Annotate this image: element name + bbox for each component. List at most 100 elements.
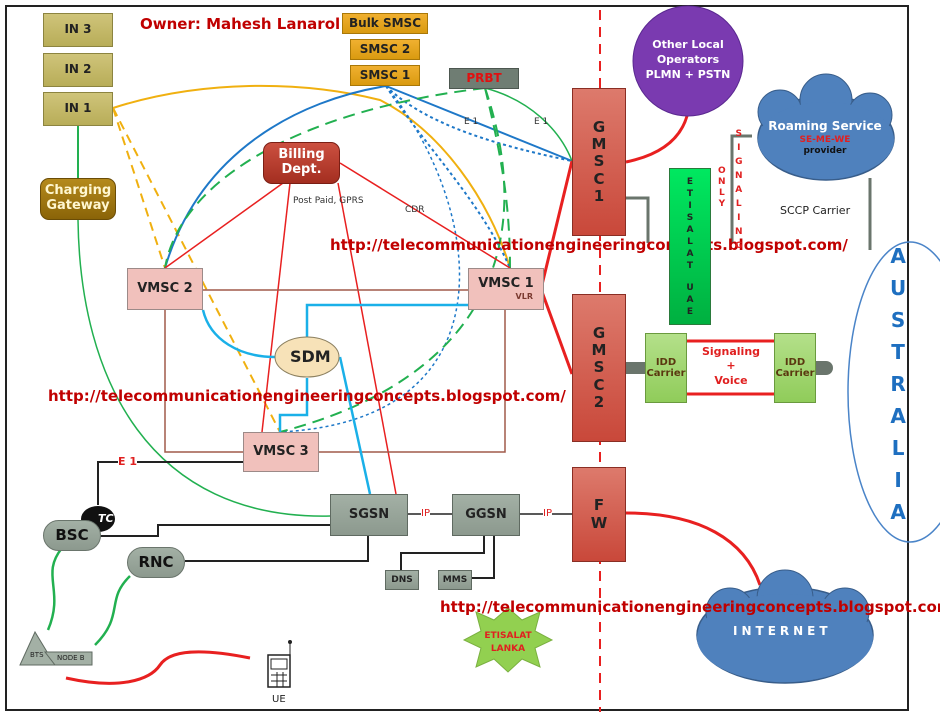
gmsc2-node[interactable]: G M S C 2 <box>572 294 626 442</box>
operators-line-2: Operators <box>656 52 720 66</box>
gmsc2-char: C <box>593 375 605 394</box>
link-sdm-vmsc1 <box>305 303 468 338</box>
link-vmsc1-vmsc3 <box>318 310 506 453</box>
sgsn-node[interactable]: SGSN <box>330 494 408 536</box>
gmsc2-char: G <box>592 323 606 342</box>
link-sdm-sgsn <box>338 356 372 495</box>
bulk-smsc-node[interactable]: Bulk SMSC <box>342 13 428 34</box>
vmsc1-label: VMSC 1 <box>478 275 534 291</box>
operators-line-3: PLMN + PSTN <box>645 67 731 81</box>
australia-boundary <box>847 241 940 543</box>
ggsn-node[interactable]: GGSN <box>452 494 520 536</box>
link-bsc-bts <box>46 547 63 631</box>
vlr-label: VLR <box>515 291 533 301</box>
link-billing-vmsc2 <box>164 182 284 269</box>
other-operators-circle <box>632 5 744 117</box>
vmsc2-node[interactable]: VMSC 2 <box>127 268 203 310</box>
cdr-label: CDR <box>405 205 425 215</box>
link-ggsn-mms <box>472 535 495 579</box>
link-fw-internet <box>625 511 762 586</box>
roaming-line-1: Roaming Service <box>768 119 882 133</box>
link-prbt-gmsc1 <box>484 87 573 162</box>
url-watermark-1: http://telecommunicationengineeringconce… <box>330 236 848 254</box>
vmsc1-node[interactable]: VMSC 1 VLR <box>468 268 544 310</box>
e1-bsc-label: E 1 <box>118 455 137 468</box>
e1-label-a: E 1 <box>464 117 479 127</box>
charging-gateway-node[interactable]: Charging Gateway <box>40 178 116 220</box>
nodeb-label: NODE B <box>57 654 85 662</box>
sdm-label: SDM <box>290 347 331 366</box>
owner-label: Owner: Mahesh Lanarol <box>140 15 341 33</box>
link-prbt-vmsc3-dashed <box>279 87 506 433</box>
post-paid-label: Post Paid, GPRS <box>293 196 364 206</box>
etisalat-lanka-star <box>462 607 554 673</box>
ue-phone-icon <box>267 640 292 688</box>
other-operators-label: Other Local Operators PLMN + PSTN <box>633 38 743 83</box>
signaling-voice-label: Signaling+Voice <box>701 345 761 387</box>
smsc1-node[interactable]: SMSC 1 <box>350 65 420 86</box>
gmsc1-char: C <box>593 169 605 188</box>
link-vmsc1-gmsc <box>539 160 574 375</box>
billing-line-1: Billing <box>278 147 325 163</box>
link-prbt-vmsc2-dashed <box>164 87 486 269</box>
internet-cloud <box>696 569 874 684</box>
fw-char: W <box>590 513 608 532</box>
gmsc1-char: G <box>592 117 606 136</box>
tc-label: TC <box>98 512 114 525</box>
gmsc2-char: M <box>591 341 607 360</box>
link-charging-sgsn <box>77 219 331 517</box>
prbt-node[interactable]: PRBT <box>449 68 519 89</box>
link-tc-vmsc3 <box>97 461 243 505</box>
link-smsc1-vmsc1-dotted <box>385 85 511 269</box>
url-watermark-2: http://telecommunicationengineeringconce… <box>48 387 566 405</box>
link-signaling-roaming <box>730 134 752 243</box>
gmsc1-node[interactable]: G M S C 1 <box>572 88 626 236</box>
smsc2-node[interactable]: SMSC 2 <box>350 39 420 60</box>
dns-node[interactable]: DNS <box>385 570 419 590</box>
bsc-node[interactable]: BSC <box>43 520 101 551</box>
link-rnc-nodeb <box>94 575 131 646</box>
billing-line-2: Dept. <box>281 162 322 177</box>
mms-node[interactable]: MMS <box>438 570 472 590</box>
link-billing-sgsn <box>337 182 397 495</box>
ip-label-a: IP <box>421 508 430 519</box>
gmsc2-char: S <box>593 358 605 377</box>
roaming-line-3: provider <box>803 146 847 157</box>
billing-dept-node[interactable]: Billing Dept. <box>263 142 340 184</box>
link-ggsn-dns <box>400 535 485 570</box>
link-sdm-vmsc3 <box>278 378 309 432</box>
bts-label: BTS <box>30 651 44 659</box>
link-billing-vmsc3 <box>261 182 291 433</box>
vmsc3-node[interactable]: VMSC 3 <box>243 432 319 472</box>
link-smsc1-gmsc1-dotted <box>385 85 573 162</box>
in3-node[interactable]: IN 3 <box>43 13 113 47</box>
link-smsc1-vmsc3-dotted <box>279 85 461 433</box>
rnc-node[interactable]: RNC <box>127 547 185 578</box>
gmsc2-char: 2 <box>593 392 605 411</box>
link-rnc-sgsn <box>185 535 369 562</box>
link-in1-vmsc1 <box>112 84 511 269</box>
diagram-frame <box>5 5 909 711</box>
internet-label: INTERNET <box>733 624 832 638</box>
fw-node[interactable]: F W <box>572 467 626 562</box>
fw-char: F <box>593 496 605 515</box>
ip-label-b: IP <box>543 508 552 519</box>
link-bsc-sgsn <box>100 524 330 537</box>
charging-line-1: Charging <box>44 183 112 199</box>
link-gmsc1-sccp <box>626 196 650 243</box>
gmsc1-char: 1 <box>593 186 605 205</box>
bts-tower-icon <box>19 630 56 666</box>
sdm-ellipse <box>274 336 340 378</box>
ue-label: UE <box>272 694 286 705</box>
link-ue-bts <box>65 650 251 685</box>
link-gmsc1-operators <box>625 115 689 164</box>
in2-node[interactable]: IN 2 <box>43 53 113 87</box>
in1-node[interactable]: IN 1 <box>43 92 113 126</box>
